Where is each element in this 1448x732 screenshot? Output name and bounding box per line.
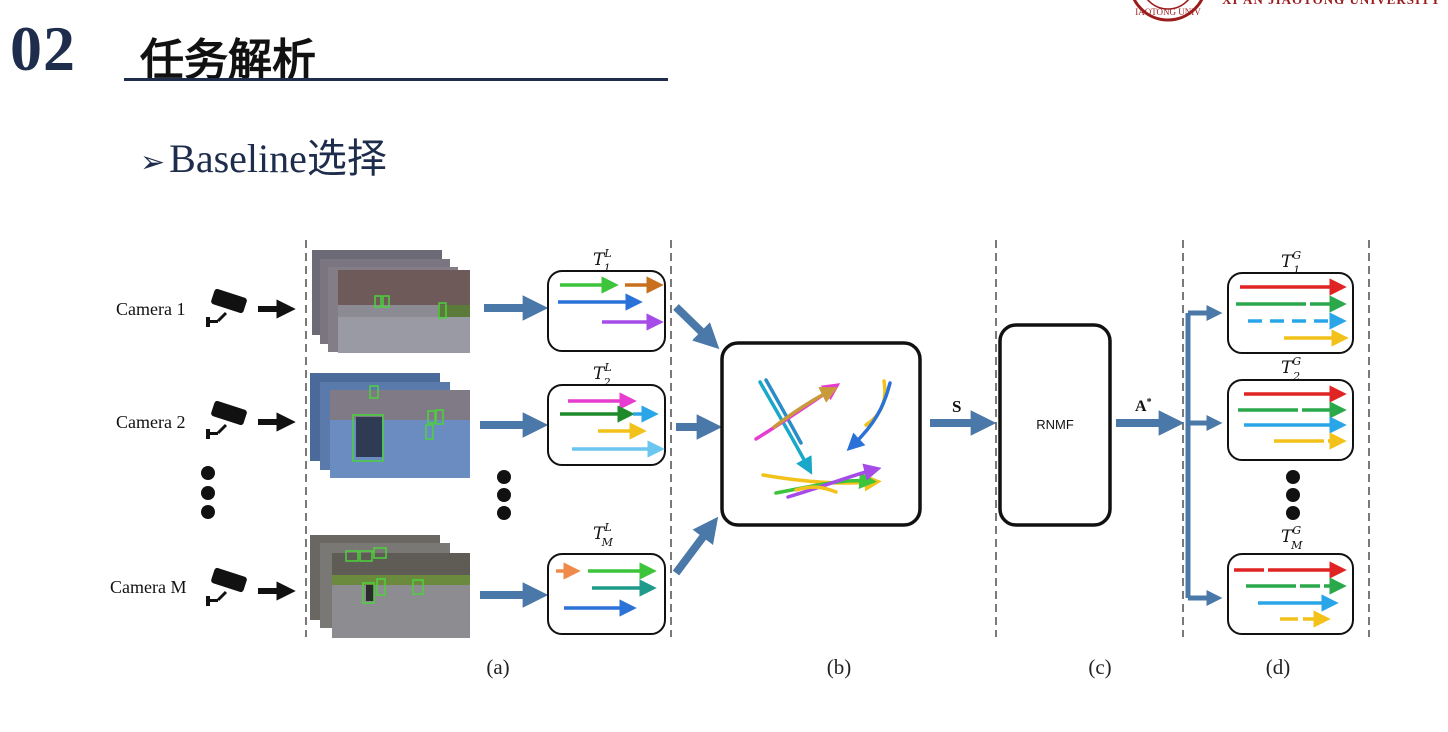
university-logo: IAOTONG UNIV [1132,0,1204,22]
global-tracklet-set-2 [1227,379,1354,461]
local-tracklet-set-2 [547,384,666,466]
camera-1-frames [312,250,470,353]
title-underline [124,78,668,81]
local-tracklet-set-1 [547,270,666,352]
global-tracklet-set-m [1227,553,1354,635]
caption-a: (a) [486,655,509,679]
caption-c: (c) [1088,655,1111,679]
subtitle: ➢Baseline选择 [140,126,387,184]
camera-2-label: Camera 2 [116,412,185,432]
section-number: 02 [10,13,76,84]
local-tracklet-set-m [547,553,666,635]
local-m-to-b-arrow [672,516,719,576]
a-matrix-label: A* [1135,397,1152,415]
global-tracklet-set-1 [1227,272,1354,354]
camera-1-icon [206,288,247,327]
camera-m-icon [206,567,247,606]
subtitle-text: Baseline选择 [169,136,387,181]
rnmf-box [998,323,1112,527]
bullet-arrow-icon: ➢ [140,145,166,180]
s-matrix-label: S [952,397,961,416]
camera-m-label: Camera M [110,577,186,597]
section-title: 任务解析 [140,35,316,86]
global-ellipsis-dots [1286,470,1300,520]
caption-d: (d) [1266,655,1291,679]
dashed-separators [305,240,1370,637]
mtmct-pipeline-diagram: Camera 1 Camera 2 Camera M [110,240,1370,679]
university-name: XI'AN JIAOTONG UNIVERSITY [1222,0,1441,8]
camera-2-frames [310,373,470,478]
caption-b: (b) [827,655,852,679]
merged-tracklets-box [720,341,922,527]
local-1-to-b-arrow [673,304,720,350]
branch-connector [1185,304,1223,607]
camera-1-label: Camera 1 [116,299,185,319]
camera-ellipsis-dots [201,466,215,519]
logo-seal-text: IAOTONG UNIV [1135,7,1201,17]
camera-2-icon [206,400,247,439]
camera-m-frames [310,535,470,638]
frames-ellipsis-dots [497,470,511,520]
rnmf-label: RNMF [1036,417,1074,432]
